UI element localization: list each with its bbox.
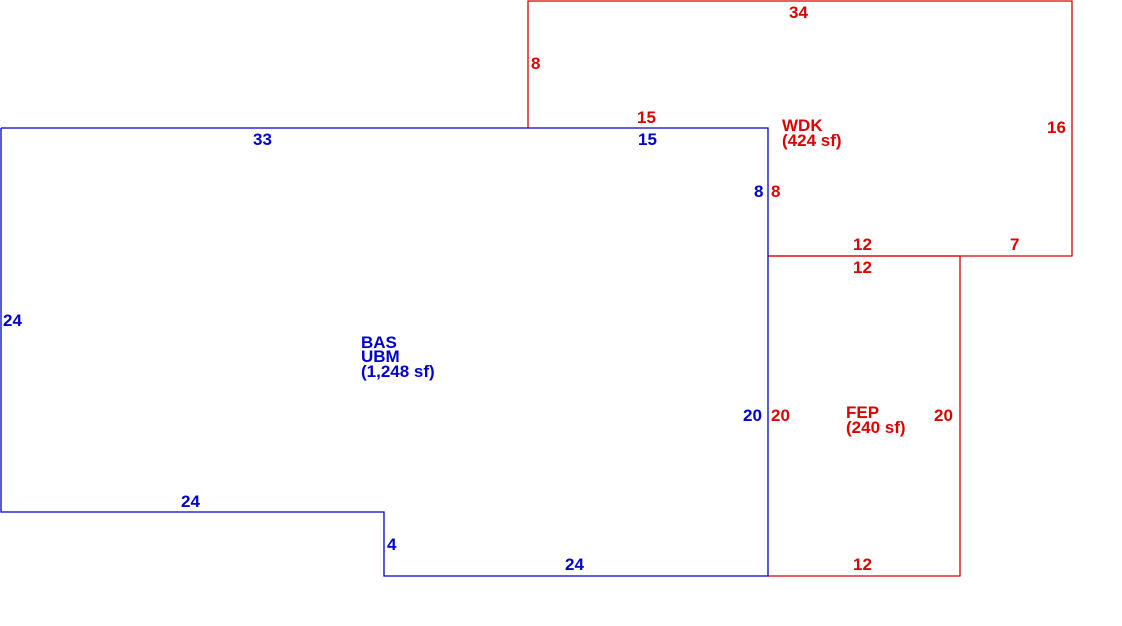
dim-porch-right: 20 — [934, 406, 953, 425]
dim-main-top-left: 33 — [253, 130, 272, 149]
deck-outline — [527, 0, 1073, 257]
dim-main-bottom-right: 24 — [565, 555, 584, 574]
dim-deck-bottom-left: 12 — [853, 235, 872, 254]
dim-porch-bottom: 12 — [853, 555, 872, 574]
dim-deck-inner-left: 8 — [771, 182, 780, 201]
dim-main-right-upper: 8 — [754, 182, 763, 201]
porch-area-code: FEP — [846, 403, 879, 422]
dim-main-bottom-left: 24 — [181, 492, 200, 511]
dim-deck-bottom-overlap: 15 — [637, 108, 656, 127]
dim-porch-top: 12 — [853, 258, 872, 277]
deck-area-code: WDK — [782, 116, 823, 135]
main-area-code-1: BAS — [361, 333, 397, 352]
dim-main-right-lower: 20 — [743, 406, 762, 425]
dim-deck-right: 16 — [1047, 118, 1066, 137]
deck-area-size: (424 sf) — [782, 131, 842, 150]
porch-area-size: (240 sf) — [846, 418, 906, 437]
main-area-code-2: UBM — [361, 347, 400, 366]
dim-porch-left: 20 — [771, 406, 790, 425]
dim-deck-top: 34 — [789, 3, 808, 22]
dim-main-top-right: 15 — [638, 130, 657, 149]
dim-deck-left: 8 — [531, 54, 540, 73]
main-area-size: (1,248 sf) — [361, 362, 435, 381]
main-structure-outline — [0, 127, 769, 577]
dim-main-left: 24 — [3, 311, 22, 330]
porch-outline — [768, 255, 961, 577]
dim-main-step: 4 — [387, 535, 397, 554]
dim-deck-bottom-right: 7 — [1010, 235, 1019, 254]
